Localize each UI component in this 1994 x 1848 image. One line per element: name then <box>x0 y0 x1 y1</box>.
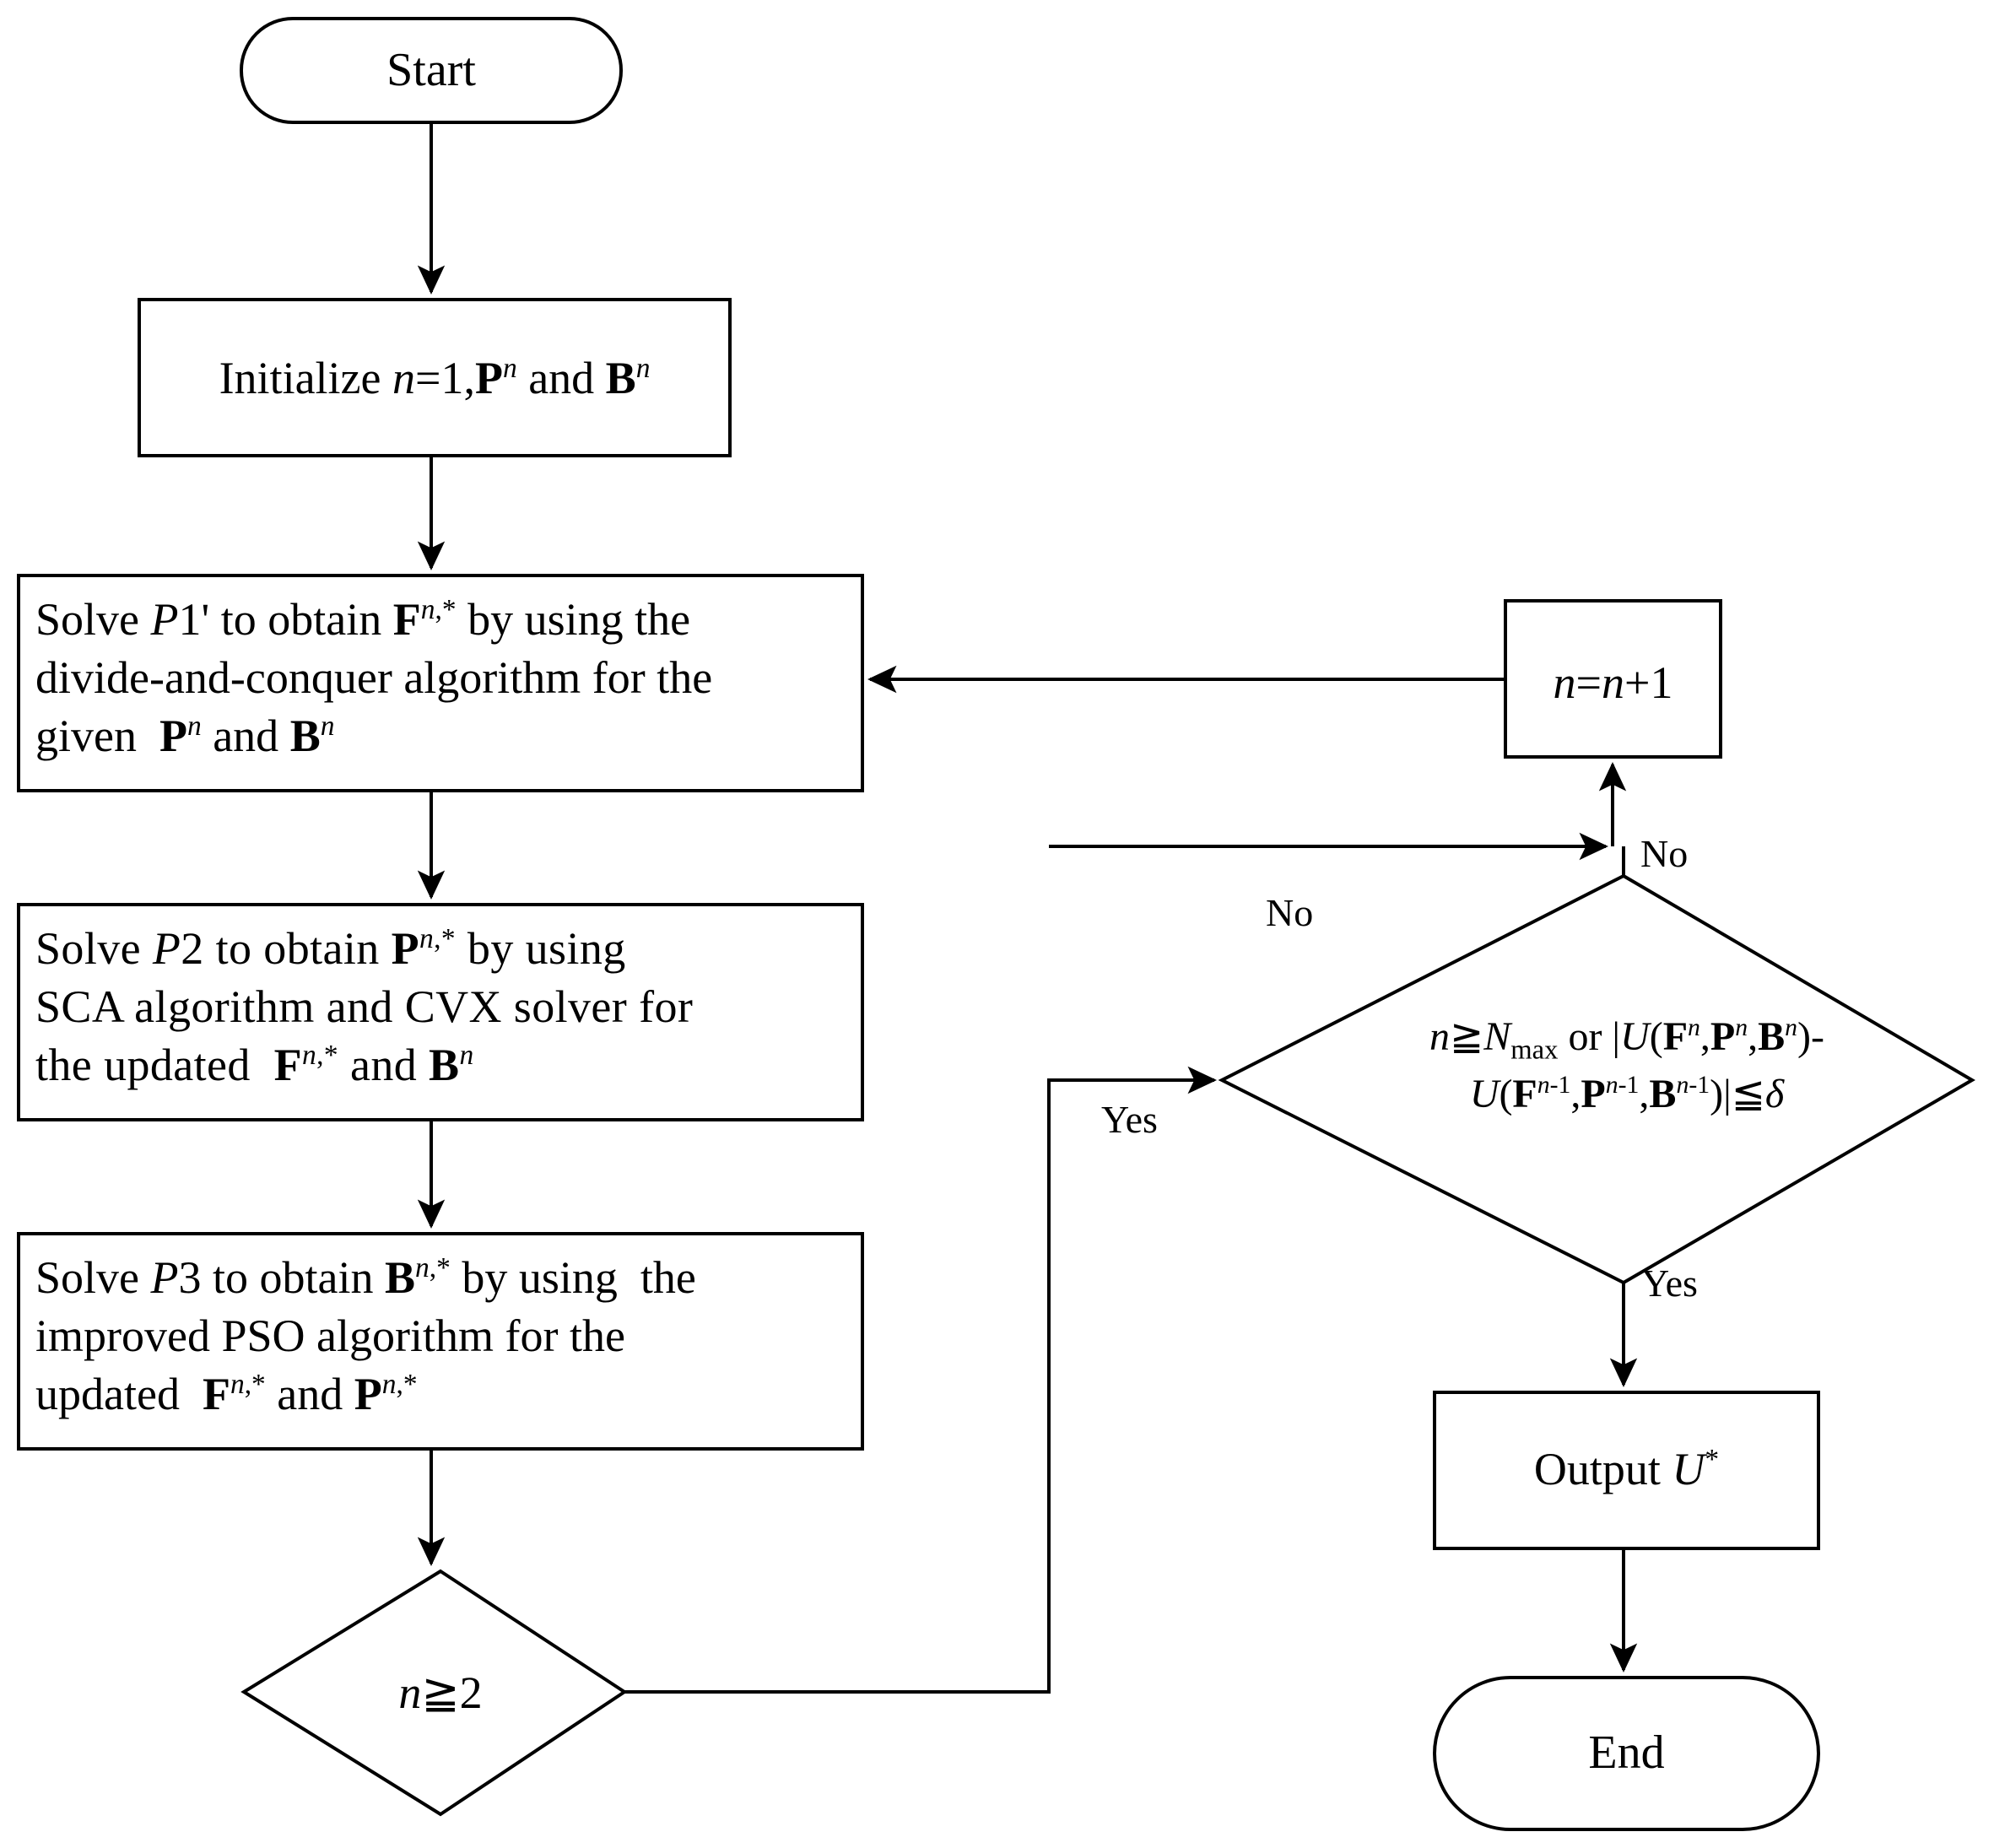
edge-label-no-left: No <box>1266 891 1314 934</box>
edge-decision-n2-yes-to-converge <box>624 1066 1217 1694</box>
node-end-label: End <box>1588 1726 1665 1779</box>
edge-label-yes-left: Yes <box>1101 1098 1158 1141</box>
node-increment-shape <box>1504 599 1722 759</box>
node-initialize-shape <box>138 298 732 457</box>
node-output-shape <box>1433 1391 1820 1550</box>
node-output-label: Output U* <box>1533 1444 1720 1494</box>
edge-label-yes-down: Yes <box>1641 1262 1698 1305</box>
node-solve-p3-shape <box>17 1232 864 1451</box>
node-decision-converge-label: n≧Nmax or |U(Fn,Pn,Bn)-U(Fn-1,Pn-1,Bn-1)… <box>1429 1013 1824 1117</box>
node-increment-label: n=n+1 <box>1553 657 1673 708</box>
node-decision-converge-shape <box>1218 873 1975 1285</box>
node-initialize-label: Initialize n=1,Pn and Bn <box>219 353 651 403</box>
node-start-label: Start <box>386 44 476 96</box>
node-decision-n2-label: n≧2 <box>398 1667 483 1718</box>
node-start-shape <box>240 17 623 124</box>
node-solve-p2-shape <box>17 903 864 1121</box>
node-decision-n2-shape <box>240 1569 628 1817</box>
node-end-shape <box>1433 1676 1820 1831</box>
node-solve-p1-shape <box>17 574 864 792</box>
edge-label-no-upper: No <box>1640 832 1689 875</box>
